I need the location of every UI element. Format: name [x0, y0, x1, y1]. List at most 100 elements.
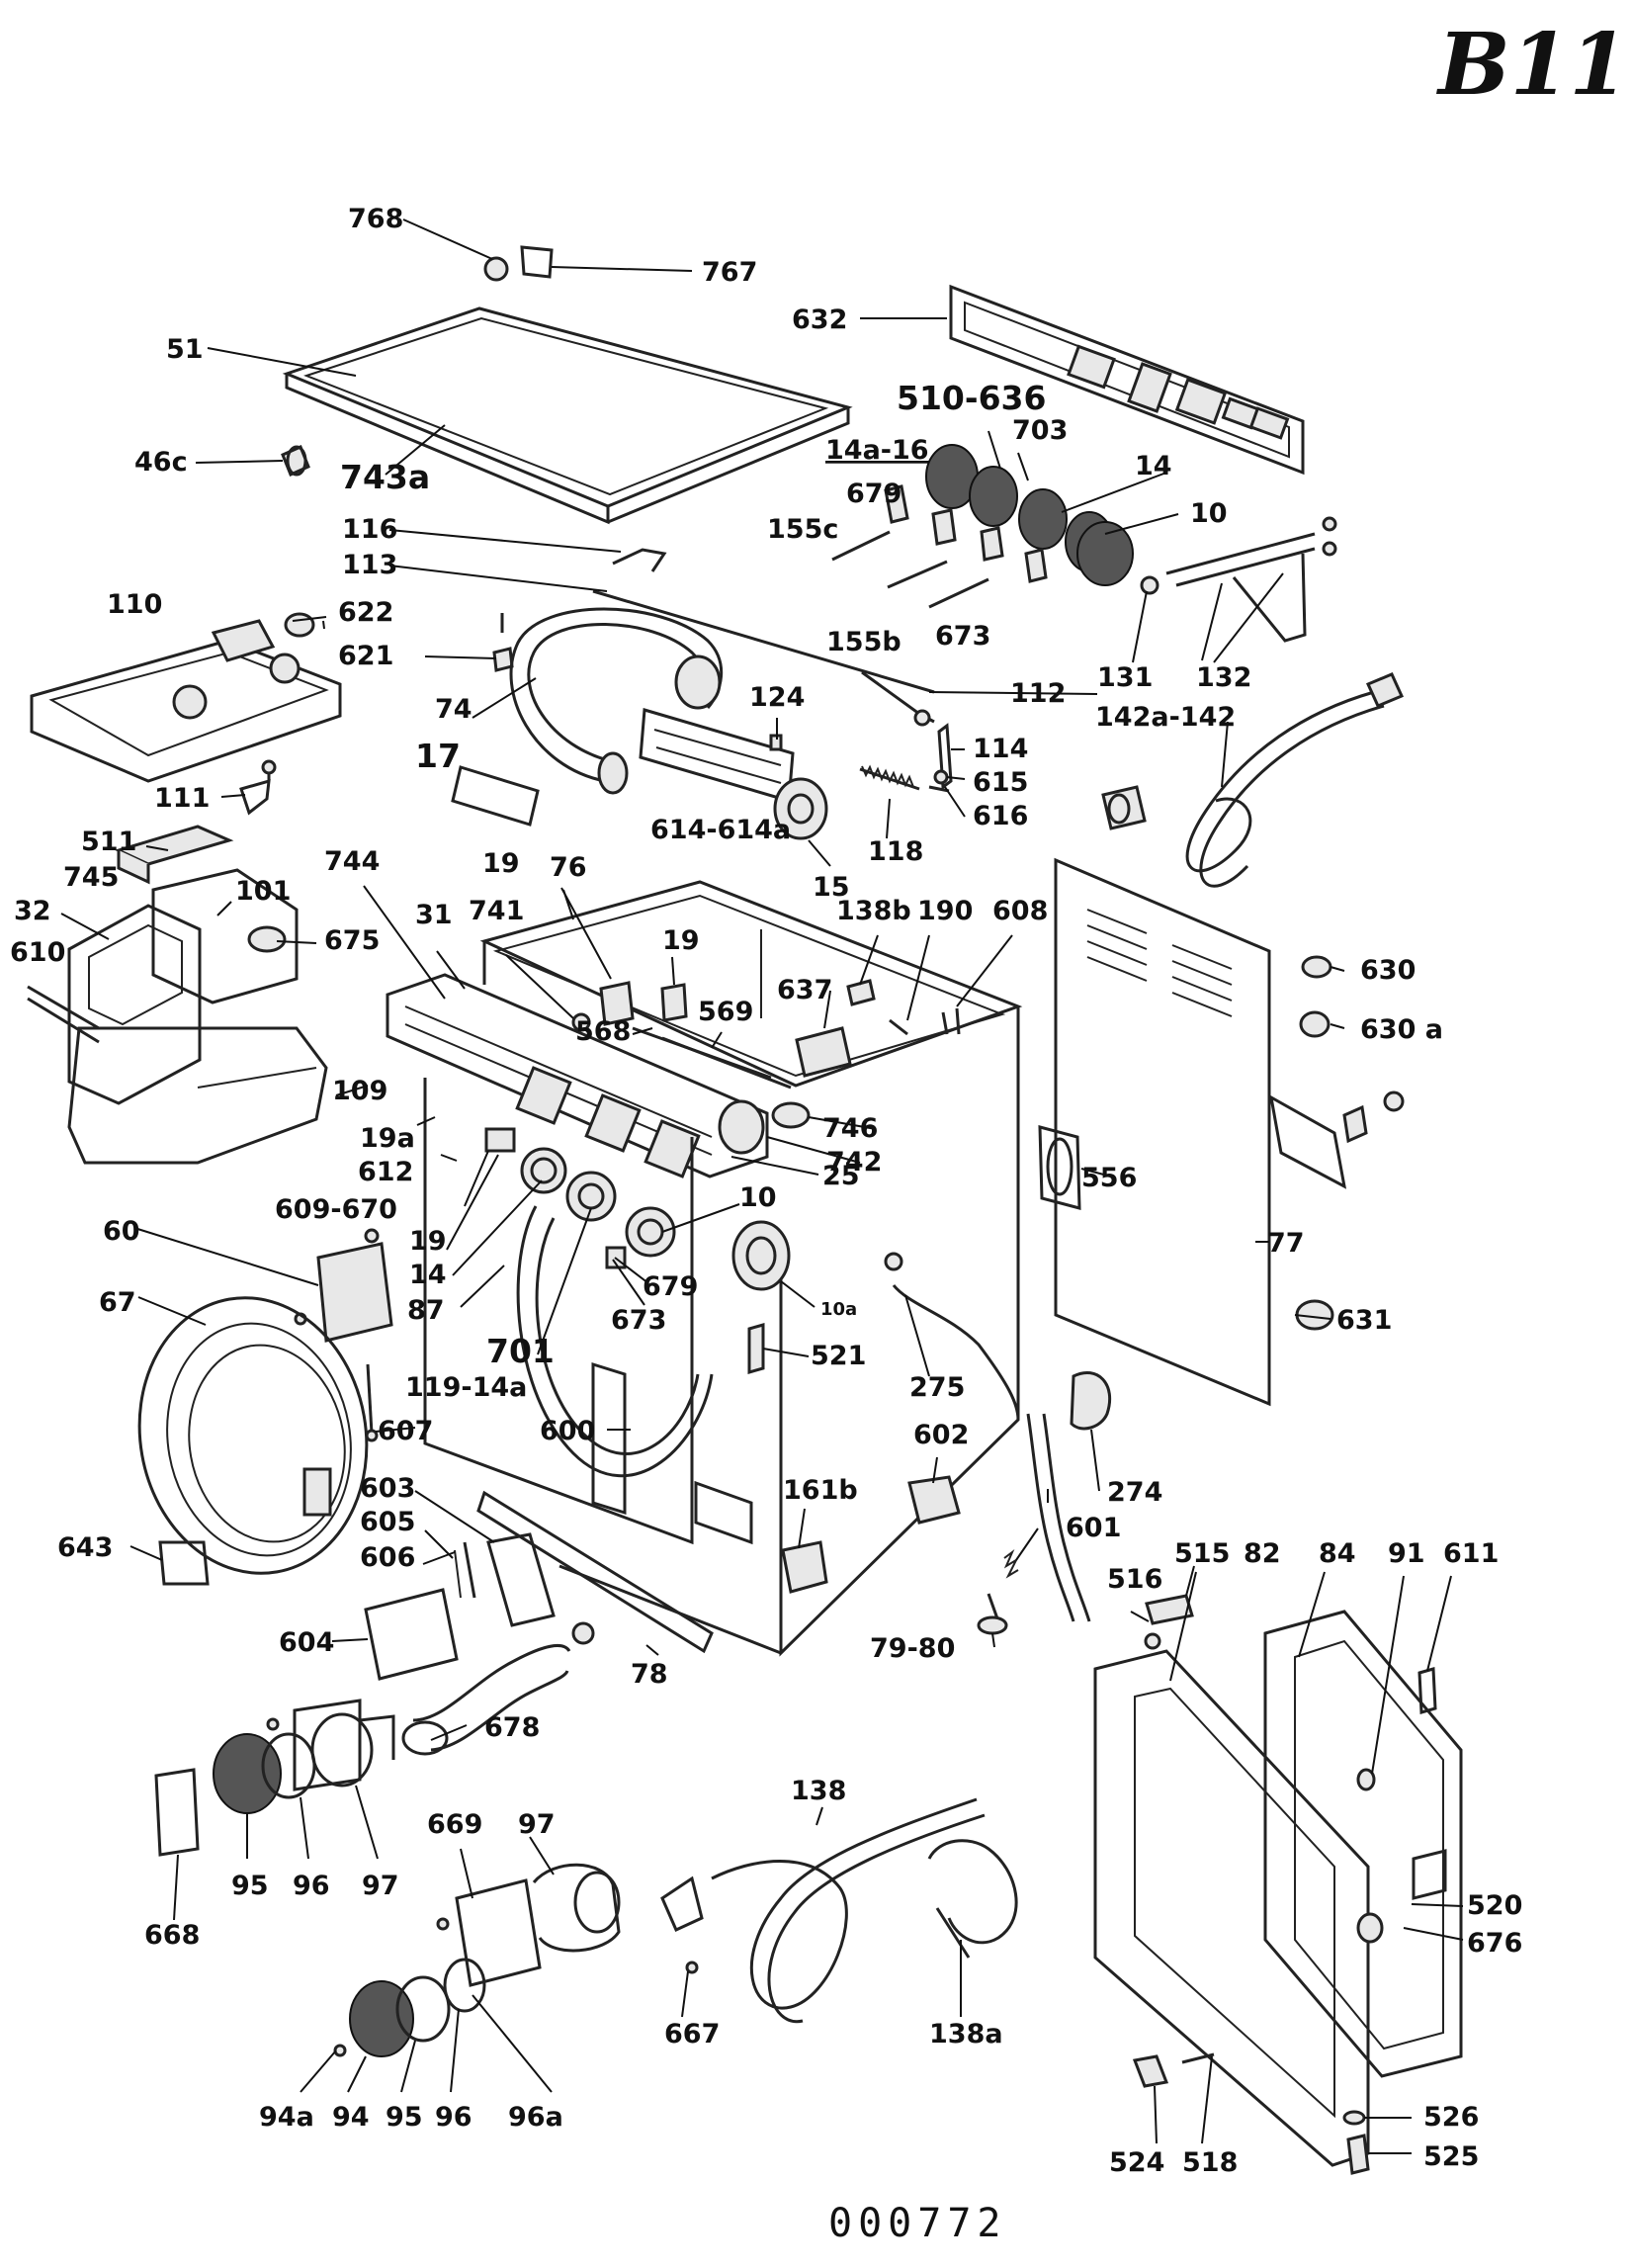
- control-fascia-744: [386, 973, 769, 1178]
- part-label-679: 679: [846, 479, 901, 509]
- part-label-138: 138: [791, 1776, 846, 1806]
- latch-114: [928, 723, 953, 793]
- part-label-161b: 161b: [783, 1475, 858, 1506]
- hose-678: [401, 1644, 571, 1756]
- part-label-60: 60: [103, 1216, 140, 1247]
- part-label-32: 32: [14, 896, 51, 926]
- service-parts-603: [364, 1490, 714, 1681]
- part-label-112: 112: [1010, 678, 1066, 709]
- part-label-138a: 138a: [929, 2019, 1003, 2050]
- part-91: [1356, 1768, 1376, 1791]
- front-panel-701: [423, 1078, 714, 1545]
- part-label-142a-142: 142a-142: [1095, 702, 1236, 733]
- part-label-607: 607: [378, 1416, 433, 1446]
- part-label-91: 91: [1388, 1538, 1425, 1569]
- part-label-600: 600: [540, 1416, 595, 1446]
- side-panel-77: [1038, 857, 1271, 1407]
- part-label-25: 25: [822, 1161, 860, 1191]
- part-label-745: 745: [63, 862, 119, 893]
- part-label-768: 768: [348, 204, 403, 234]
- part-label-87: 87: [407, 1295, 445, 1326]
- part-label-31: 31: [415, 900, 453, 930]
- part-label-630: 630: [1360, 955, 1416, 986]
- part-label-116: 116: [342, 514, 397, 545]
- part-label-10a: 10a: [820, 1299, 857, 1320]
- pump-assembly-lower: [333, 1863, 621, 2057]
- part-label-744: 744: [324, 846, 380, 877]
- part-label-94: 94: [332, 2102, 370, 2133]
- cover-643: [158, 1540, 210, 1586]
- rods-112-113-116: [592, 548, 935, 727]
- part-label-77: 77: [1267, 1228, 1305, 1259]
- part-label-19-b: 19: [662, 925, 700, 956]
- part-label-275: 275: [909, 1372, 965, 1403]
- part-label-131: 131: [1097, 662, 1153, 693]
- part-label-138b: 138b: [836, 896, 911, 926]
- part-10a: [731, 1220, 791, 1291]
- part-label-673-mid: 673: [611, 1305, 666, 1336]
- part-label-767: 767: [702, 257, 757, 288]
- bracket-side: [1268, 1090, 1405, 1189]
- plate-668: [154, 1768, 200, 1857]
- internal-parts-19: [571, 981, 792, 1090]
- part-label-78: 78: [631, 1659, 668, 1690]
- part-label-84: 84: [1319, 1538, 1356, 1569]
- part-label-124: 124: [749, 682, 805, 713]
- part-label-110: 110: [107, 589, 162, 620]
- part-label-616: 616: [973, 801, 1028, 831]
- part-label-79-80: 79-80: [870, 1633, 955, 1664]
- part-label-76: 76: [550, 852, 587, 883]
- parts-illustration: [27, 245, 1463, 2175]
- part-label-511: 511: [81, 827, 136, 857]
- part-label-515: 515: [1174, 1538, 1230, 1569]
- part-label-622: 622: [338, 597, 393, 628]
- part-label-615: 615: [973, 767, 1028, 798]
- part-label-14: 14: [1135, 451, 1172, 481]
- part-label-606: 606: [360, 1542, 415, 1573]
- part-label-675: 675: [324, 925, 380, 956]
- part-label-46c: 46c: [134, 447, 188, 478]
- part-label-67: 67: [99, 1287, 136, 1318]
- part-label-14a-16: 14a-16: [825, 435, 929, 466]
- part-label-101: 101: [235, 876, 291, 907]
- back-panel-84: [1263, 1610, 1463, 2078]
- part-label-19a: 19a: [360, 1123, 415, 1154]
- part-label-190: 190: [917, 896, 973, 926]
- part-label-15: 15: [813, 872, 850, 903]
- part-label-10: 10: [1190, 498, 1228, 529]
- control-board-614: [639, 708, 795, 803]
- hose-74: [509, 607, 724, 795]
- part-label-614-614a: 614-614a: [650, 815, 791, 845]
- plug-part-46c: [281, 444, 310, 478]
- part-label-17: 17: [415, 737, 461, 775]
- part-label-51: 51: [166, 334, 204, 365]
- part-label-94a: 94a: [259, 2102, 314, 2133]
- part-label-526: 526: [1423, 2102, 1479, 2133]
- part-label-96-b: 96: [435, 2102, 472, 2133]
- clip-621: [492, 613, 514, 672]
- part-label-605: 605: [360, 1507, 415, 1537]
- part-label-746: 746: [822, 1113, 878, 1144]
- inlet-hose-142: [1101, 672, 1405, 888]
- part-label-668: 668: [144, 1920, 200, 1951]
- part-label-741: 741: [469, 896, 524, 926]
- part-label-82: 82: [1244, 1538, 1281, 1569]
- part-label-155b: 155b: [826, 627, 901, 657]
- control-plate-632: [949, 284, 1305, 476]
- sheet-code: B11: [1435, 15, 1628, 115]
- part-label-667: 667: [664, 2019, 720, 2050]
- hoses-274-275: [884, 1252, 1112, 1635]
- part-label-643: 643: [57, 1532, 113, 1563]
- pump-assembly-upper: [213, 1699, 395, 1814]
- bracket-161b: [781, 1540, 828, 1594]
- part-label-569: 569: [698, 997, 753, 1027]
- internal-parts-637: [795, 979, 961, 1078]
- detergent-tray-110: [30, 612, 342, 783]
- part-label-556: 556: [1081, 1163, 1137, 1193]
- part-label-525: 525: [1423, 2141, 1479, 2172]
- part-15: [773, 777, 828, 840]
- door-frame-82: [1093, 1649, 1370, 2167]
- part-label-743a: 743a: [340, 458, 430, 496]
- part-label-602: 602: [913, 1420, 969, 1450]
- knob-assembly: [831, 444, 1134, 609]
